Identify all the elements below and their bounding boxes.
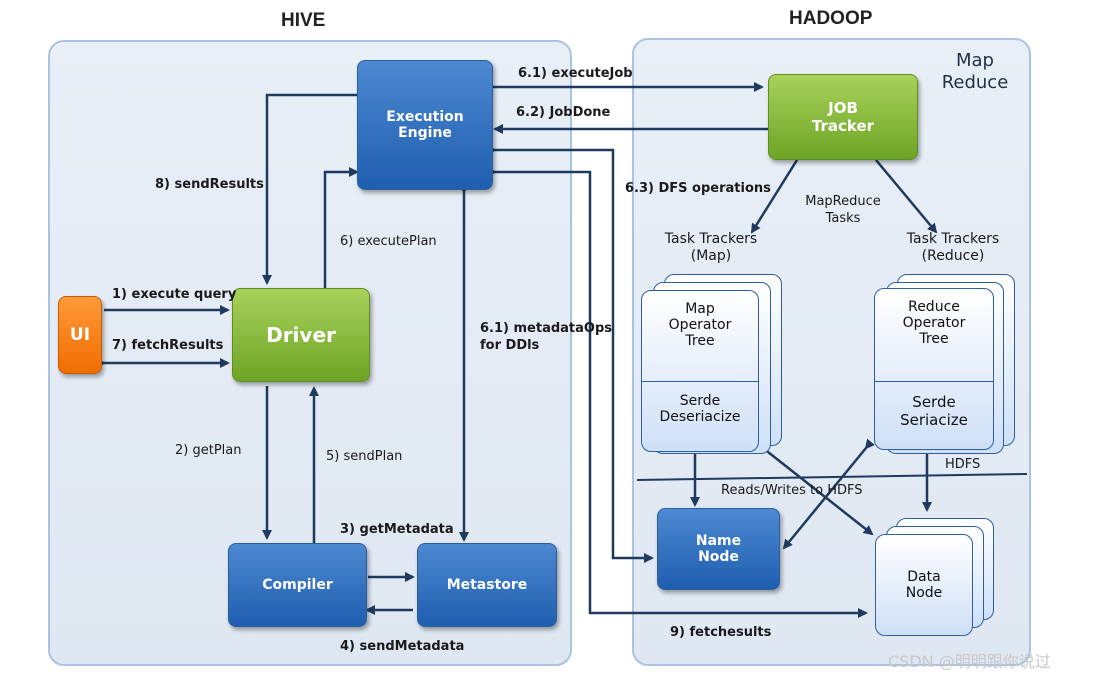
task-trackers-reduce-title: Task Trackers (Reduce) <box>906 231 1000 264</box>
label-send-metadata: 4) sendMetadata <box>340 639 465 654</box>
mapreduce-title: Map Reduce <box>941 50 1009 93</box>
reduce-task-tracker[interactable]: Reduce Operator Tree Serde Seriacize <box>874 288 994 450</box>
data-node-label: Data Node <box>905 569 943 601</box>
name-node[interactable]: Name Node <box>657 508 780 590</box>
hive-title: HIVE <box>281 10 326 31</box>
label-execute-job: 6.1) executeJob <box>518 66 633 81</box>
map-task-tracker[interactable]: Map Operator Tree Serde Deseriacize <box>641 290 759 452</box>
label-mapreduce-tasks: MapReduce Tasks <box>805 194 881 226</box>
edge-fetch-hdfs-results <box>487 167 868 618</box>
ui-node[interactable]: UI <box>58 296 102 374</box>
label-get-metadata: 3) getMetadata <box>340 522 454 537</box>
label-job-done: 6.2) JobDone <box>516 105 611 120</box>
label-fetch-results: 7) fetchResults <box>112 338 224 353</box>
label-get-plan: 2) getPlan <box>175 443 242 458</box>
label-hdfs: HDFS <box>945 457 981 472</box>
edge-send-results <box>262 90 364 285</box>
watermark: CSDN @明明跟你说过 <box>888 652 1051 671</box>
label-reads-writes: Reads/Writes to HDFS <box>721 483 863 498</box>
map-divider <box>642 381 758 382</box>
edge-execute-plan <box>323 167 359 288</box>
metastore-node[interactable]: Metastore <box>417 543 557 627</box>
reduce-operator-tree-label: Reduce Operator Tree <box>902 299 966 347</box>
edge-tasks-reduce <box>875 159 938 234</box>
task-trackers-map-title: Task Trackers (Map) <box>664 231 758 264</box>
edge-tasks-map <box>750 159 799 234</box>
driver-node[interactable]: Driver <box>232 288 370 382</box>
edge-dfs-operations <box>487 145 654 563</box>
map-serde-label: Serde Deseriacize <box>659 393 741 425</box>
label-execute-query: 1) execute query <box>112 287 237 302</box>
reduce-serde-label: Serde Seriacize <box>900 393 968 429</box>
data-node[interactable]: Data Node <box>875 534 973 636</box>
hadoop-title: HADOOP <box>789 8 873 29</box>
edge-reduce-namenode <box>782 438 875 550</box>
label-execute-plan: 6) executePlan <box>340 234 437 249</box>
label-send-results: 8) sendResults <box>155 177 264 192</box>
label-metadata-ops: 6.1) metadataOps for DDls <box>480 321 613 353</box>
label-dfs-operations: 6.3) DFS operations <box>625 181 771 196</box>
execution-engine-node[interactable]: Execution Engine <box>357 60 493 190</box>
hdfs-separator <box>636 473 1028 481</box>
compiler-node[interactable]: Compiler <box>228 543 367 627</box>
label-send-plan: 5) sendPlan <box>326 449 403 464</box>
job-tracker-node[interactable]: JOB Tracker <box>768 74 918 160</box>
reduce-divider <box>875 381 993 382</box>
map-operator-tree-label: Map Operator Tree <box>668 301 732 349</box>
label-fetch-hdfs-results: 9) fetchesults <box>670 625 772 640</box>
